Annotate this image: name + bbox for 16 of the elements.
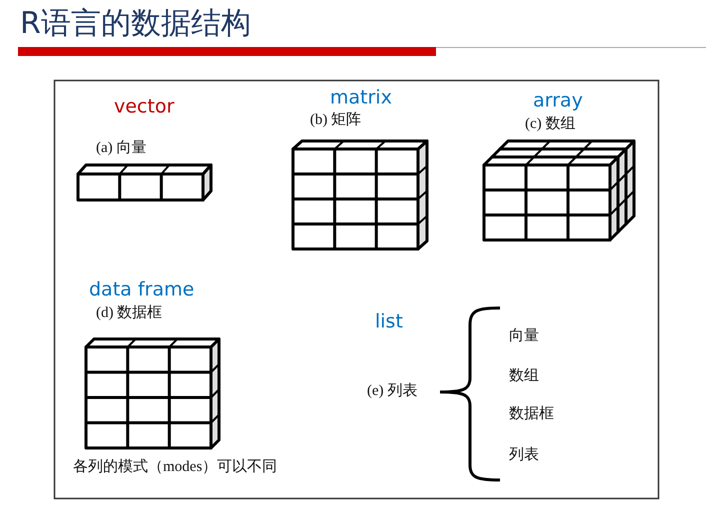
type-name: array (533, 90, 583, 112)
caption-label: (a) 向量 (96, 139, 146, 157)
caption-label: 数据框 (509, 405, 554, 423)
type-name: matrix (330, 86, 392, 110)
type-name: list (375, 310, 403, 334)
caption-label: (b) 矩阵 (310, 111, 362, 129)
caption-label: (d) 数据框 (96, 304, 162, 322)
type-name: data frame (89, 278, 194, 302)
note-text: 各列的模式（modes）可以不同 (73, 458, 278, 476)
slide-title: R语言的数据结构 (20, 6, 251, 42)
caption-label: 列表 (509, 446, 539, 464)
caption-label: (e) 列表 (367, 382, 418, 400)
caption-label: (c) 数组 (525, 115, 576, 133)
caption-label: 数组 (509, 367, 539, 385)
type-name: vector (114, 96, 174, 118)
caption-label: 向量 (509, 327, 539, 345)
